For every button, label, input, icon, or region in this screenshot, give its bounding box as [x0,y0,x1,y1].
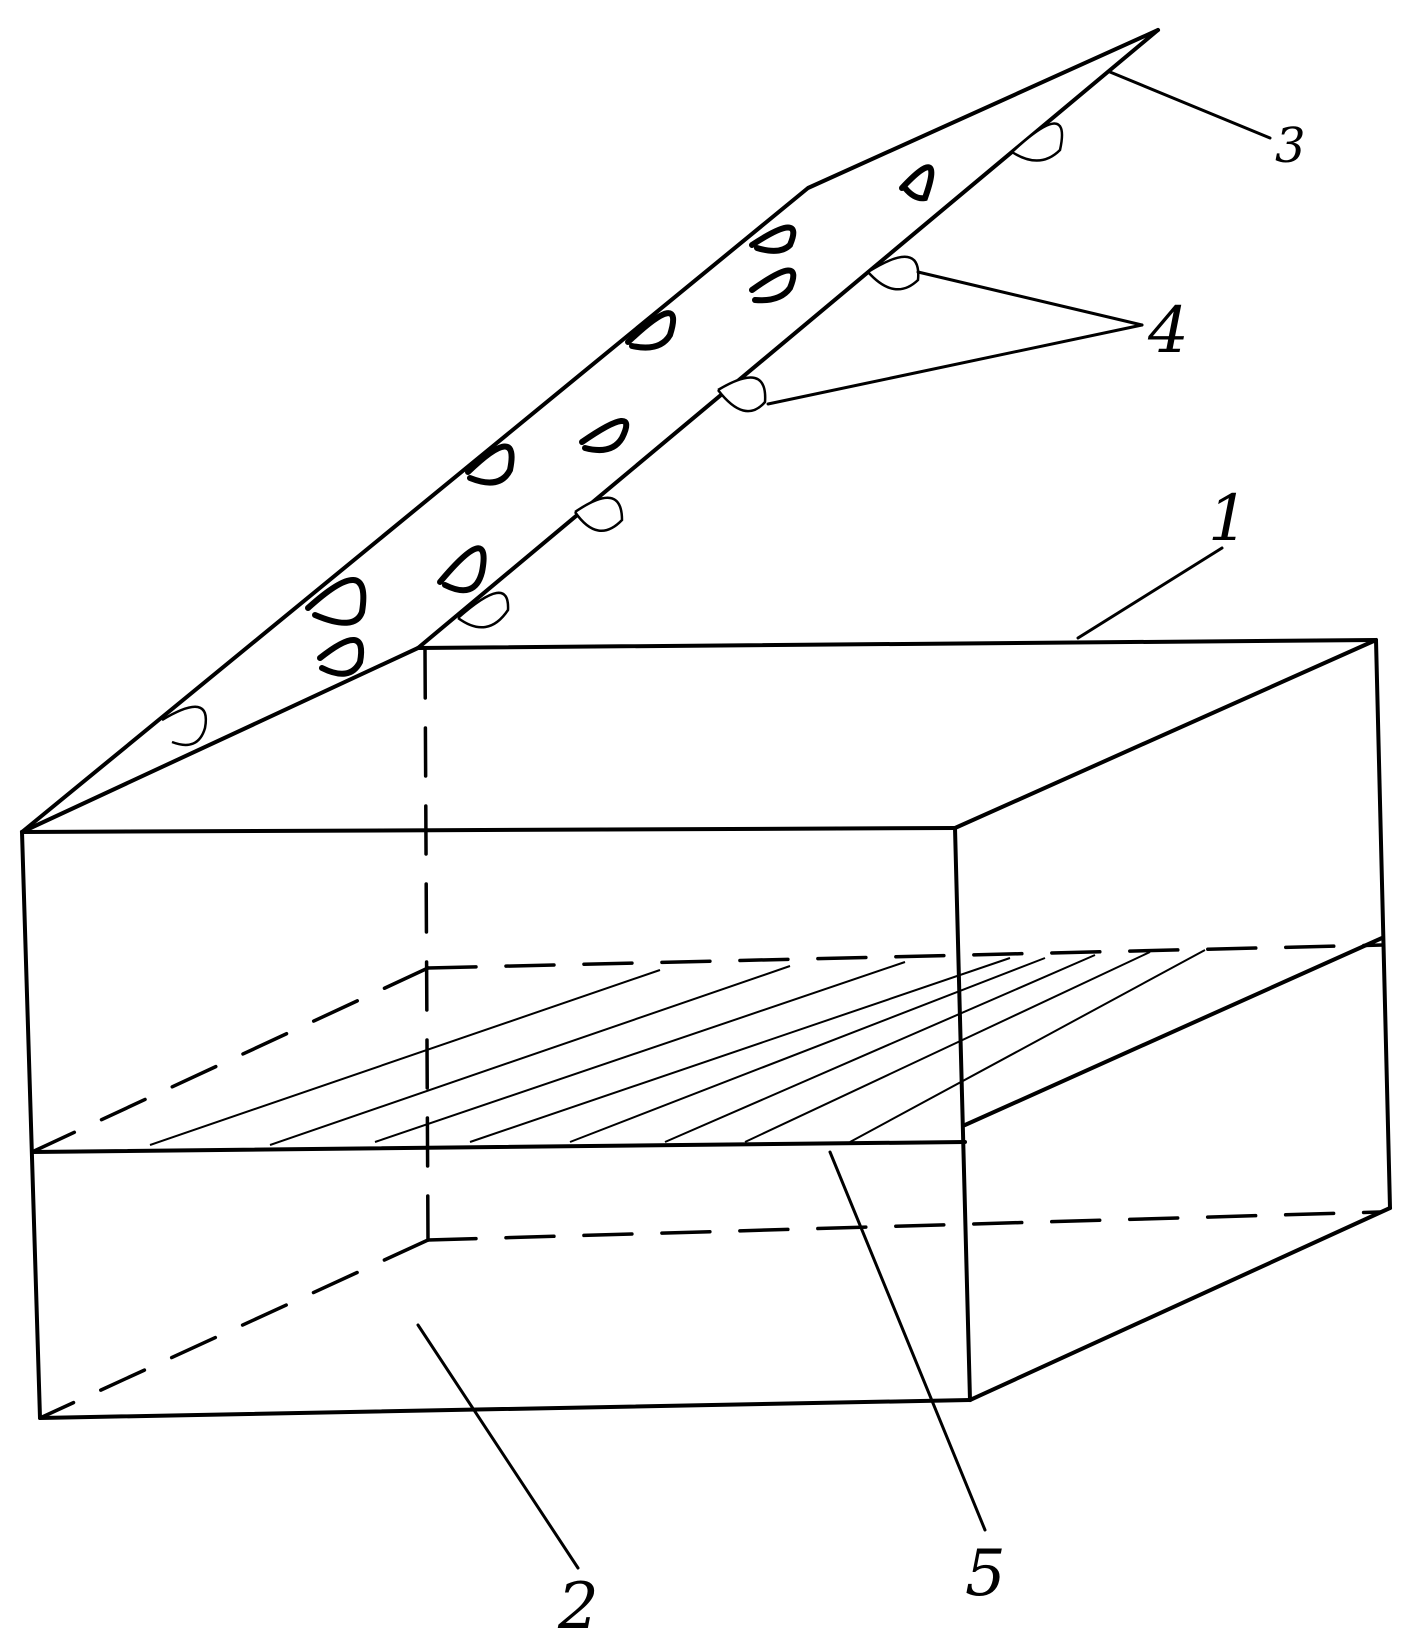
hatch-line [745,952,1150,1142]
label-lid: 3 [1275,118,1306,174]
protrusion [868,257,918,290]
protrusion [582,421,626,450]
box-top-front-edge [22,828,955,832]
leader-partition [830,1152,985,1530]
partition-left-edge [32,968,428,1152]
hidden-back-left-vertical [425,650,428,1240]
protrusion [308,580,363,623]
protrusion [458,593,508,627]
protrusion [440,548,484,590]
box-top-back-edge [418,640,1376,648]
box-bottom-right-edge [970,1208,1390,1400]
leader-box [1078,548,1222,638]
hatch-line [570,958,1045,1142]
label-partition: 5 [965,1537,1006,1611]
protrusion [718,378,765,412]
label-protrusions: 4 [1147,294,1189,368]
leader-protrusion-b [768,325,1142,404]
box-bottom-front-edge [40,1400,970,1418]
box-back-right-edge [1376,640,1390,1208]
hidden-bottom-back-edge [428,1212,1380,1240]
protrusion [468,446,512,482]
hatch-line [270,966,790,1145]
hatch-line [470,958,1010,1142]
hatch-line [150,970,660,1145]
leader-protrusion-a [918,272,1142,325]
box-front-left-edge [22,832,40,1418]
leader-bottom-chamber [418,1325,578,1568]
protrusion [320,640,361,674]
box-front-right-edge [955,828,970,1400]
leader-lines [418,72,1270,1568]
label-box: 1 [1208,482,1249,556]
lid-underside-protrusions [458,123,1062,627]
partition-back-edge [428,945,1382,968]
protrusion [575,498,622,531]
protrusion [902,167,931,198]
hatch-line [665,955,1095,1142]
hatch-line [850,950,1205,1142]
label-bottom-chamber: 2 [557,1570,599,1644]
lid-protrusions [162,167,931,745]
box-top-right-edge [955,640,1376,828]
leader-lid [1110,72,1270,138]
hidden-bottom-left-edge [40,1240,428,1418]
partition-front-edge [32,1142,965,1152]
partition [32,938,1382,1152]
partition-hatching [150,950,1205,1145]
protrusion [752,270,793,300]
